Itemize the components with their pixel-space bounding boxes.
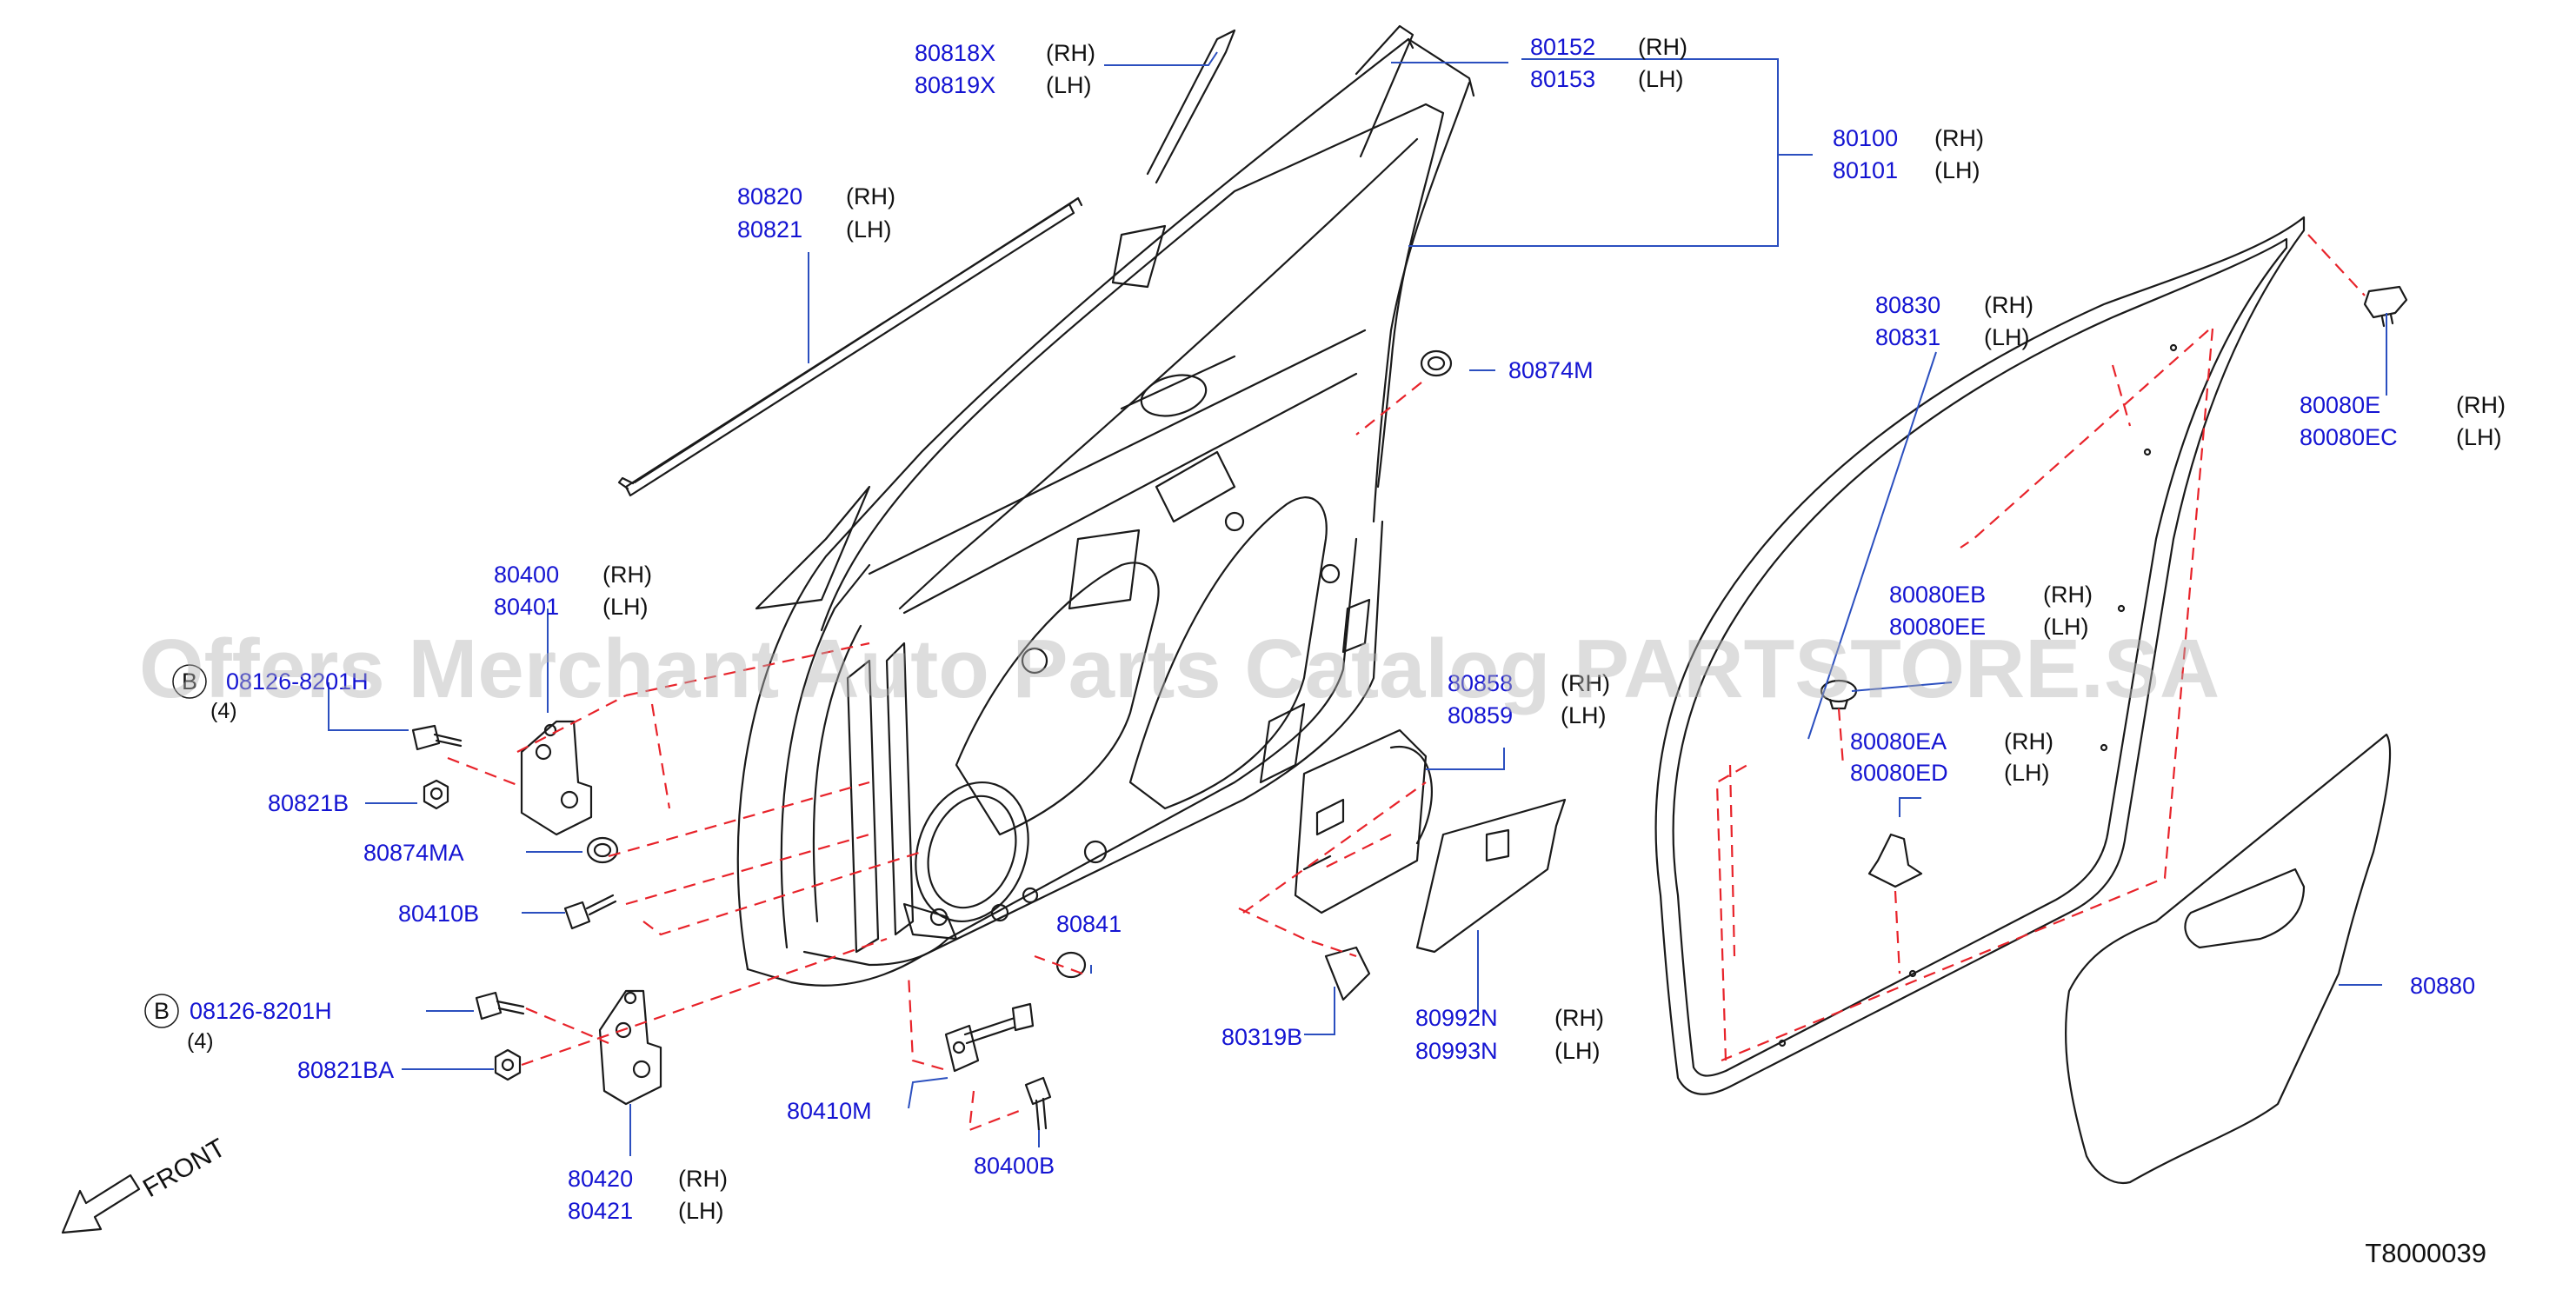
part-number: 80080ED (1850, 760, 1948, 786)
side-label: (LH) (846, 216, 892, 243)
weatherstrip (1654, 216, 2306, 1095)
side-label: (RH) (602, 562, 652, 588)
side-label: (RH) (1046, 40, 1095, 66)
grommet-80874ma (586, 836, 619, 864)
part-number: 80858 (1448, 670, 1513, 696)
side-label: (LH) (2004, 760, 2050, 786)
side-label: (RH) (2004, 728, 2053, 755)
side-label: (LH) (1984, 324, 2030, 350)
door-shell (736, 24, 1475, 987)
part-number: 80830 (1875, 292, 1940, 318)
bolt-lower (475, 991, 525, 1021)
part-number: 80080EB (1889, 582, 1986, 608)
side-label: (LH) (1934, 157, 1980, 183)
bolt-callout-upper: B 08126-8201H (4) (172, 664, 369, 723)
part-number: 80410B (398, 901, 479, 927)
part-number: 80420 (568, 1166, 633, 1192)
part-number: 80992N (1415, 1005, 1498, 1031)
clip-80080ea (1867, 833, 1923, 888)
part-number: 80859 (1448, 702, 1513, 728)
front-label: FRONT (138, 1134, 230, 1203)
side-label: (RH) (1984, 292, 2034, 318)
part-labels: 80818X (RH) 80819X (LH) 80152 (RH) 80153… (268, 34, 2506, 1224)
check-link-80410m (944, 1002, 1035, 1073)
side-label: (RH) (2456, 392, 2506, 418)
upper-hinge (520, 720, 593, 836)
bolt-callout-part: 08126-8201H (226, 668, 369, 695)
part-number: 80100 (1833, 125, 1898, 151)
front-arrow: FRONT (61, 1134, 230, 1234)
part-number: 80101 (1833, 157, 1898, 183)
side-label: (RH) (1561, 670, 1610, 696)
sealing-screen (2064, 733, 2392, 1185)
leader-lines (328, 51, 2387, 1156)
part-number: 80820 (737, 183, 802, 209)
assembly-lines (447, 234, 2366, 1132)
side-label: (RH) (2043, 582, 2093, 608)
part-number: 80319B (1221, 1024, 1302, 1050)
part-number: 80153 (1530, 66, 1595, 92)
side-label: (RH) (1638, 34, 1687, 60)
side-label: (LH) (1638, 66, 1684, 92)
grommet-80874m (1420, 349, 1453, 377)
side-label: (LH) (678, 1198, 724, 1224)
side-label: (LH) (602, 594, 649, 620)
part-number: 80152 (1530, 34, 1595, 60)
part-number: 80821 (737, 216, 802, 243)
cover-80858 (1294, 728, 1433, 914)
side-label: (RH) (1934, 125, 1984, 151)
bolt-callout-letter: B (154, 998, 170, 1024)
window-moulding (617, 196, 1083, 497)
part-number: 80831 (1875, 324, 1940, 350)
sealing-pad-80992n (1415, 798, 1567, 954)
lower-hinge (598, 989, 662, 1106)
part-number: 80080EE (1889, 614, 1986, 640)
bolt-80400b (1024, 1076, 1052, 1132)
part-number: 80841 (1056, 911, 1122, 937)
side-label: (LH) (2043, 614, 2089, 640)
part-number: 80080EA (1850, 728, 1947, 755)
diagram-ref: T8000039 (2365, 1238, 2486, 1268)
side-label: (RH) (678, 1166, 728, 1192)
side-label: (LH) (1561, 702, 1607, 728)
side-label: (LH) (2456, 424, 2502, 450)
bolt-callout-lower: B 08126-8201H (4) (144, 994, 332, 1054)
bolt-callout-qty: (4) (187, 1029, 214, 1054)
bolt-callout-letter: B (182, 668, 197, 695)
part-number: 80400 (494, 562, 559, 588)
part-number: 80874MA (363, 840, 464, 866)
bolt-callout-part: 08126-8201H (190, 998, 332, 1024)
side-label: (LH) (1046, 72, 1092, 98)
part-number: 80818X (915, 40, 995, 66)
part-number: 80400B (974, 1153, 1055, 1179)
part-number: 80410M (787, 1098, 872, 1124)
part-number: 80880 (2410, 973, 2475, 999)
part-number: 80080EC (2300, 424, 2398, 450)
part-number: 80080E (2300, 392, 2380, 418)
clip-80080e (2363, 285, 2408, 328)
part-number: 80821B (268, 790, 349, 816)
nut-80821ba (494, 1048, 522, 1081)
nut-80821b (423, 779, 449, 810)
side-label: (LH) (1554, 1038, 1601, 1064)
part-number: 80421 (568, 1198, 633, 1224)
side-label: (RH) (846, 183, 895, 209)
part-number: 80993N (1415, 1038, 1498, 1064)
part-number: 80874M (1508, 357, 1594, 383)
watermark: Offers Merchant Auto Parts Catalog PARTS… (139, 622, 2220, 715)
bolt-upper (411, 724, 463, 751)
clip-80319b (1324, 946, 1371, 1001)
part-number: 80821BA (297, 1057, 394, 1083)
bolt-callout-qty: (4) (210, 699, 237, 723)
bolt-80410b (563, 894, 617, 930)
part-number: 80401 (494, 594, 559, 620)
part-number: 80819X (915, 72, 995, 98)
side-label: (RH) (1554, 1005, 1604, 1031)
